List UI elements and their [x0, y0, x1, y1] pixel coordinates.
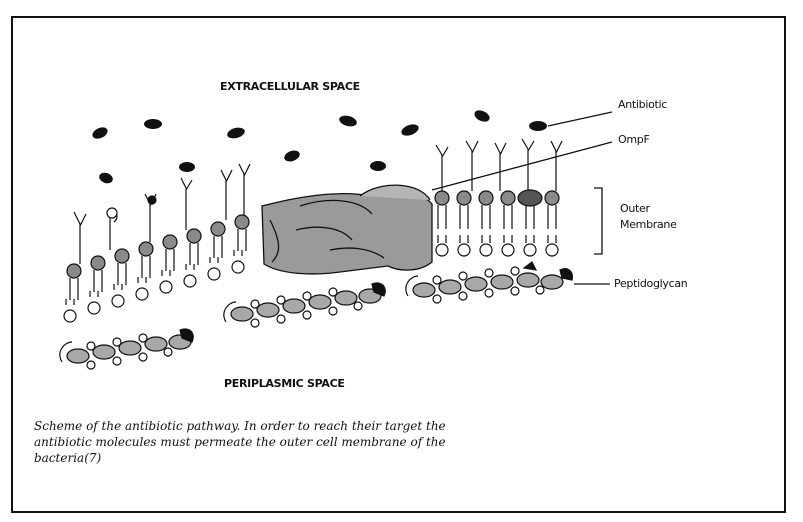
- peptidoglycan-strands: [60, 262, 572, 369]
- outer-membrane-right: [435, 139, 562, 256]
- caption-line-3: bacteria(7): [34, 450, 774, 466]
- peptidoglycan-label: Peptidoglycan: [614, 277, 687, 290]
- caption-line-1: Scheme of the antibiotic pathway. In ord…: [34, 418, 774, 434]
- periplasmic-space-label: PERIPLASMIC SPACE: [224, 377, 345, 390]
- outer-membrane-label-line2: Membrane: [620, 218, 677, 231]
- figure-caption: Scheme of the antibiotic pathway. In ord…: [34, 418, 774, 466]
- antibiotic-molecules: [91, 108, 547, 185]
- ompf-label: OmpF: [618, 133, 649, 146]
- extracellular-space-label: EXTRACELLULAR SPACE: [220, 80, 360, 93]
- outer-membrane-label-line1: Outer: [620, 202, 650, 215]
- antibiotic-label: Antibiotic: [618, 98, 667, 111]
- outer-membrane-left: [64, 164, 250, 322]
- caption-line-2: antibiotic molecules must permeate the o…: [34, 434, 774, 450]
- outer-membrane-bracket: [594, 188, 602, 254]
- ompf-porin: [262, 185, 432, 274]
